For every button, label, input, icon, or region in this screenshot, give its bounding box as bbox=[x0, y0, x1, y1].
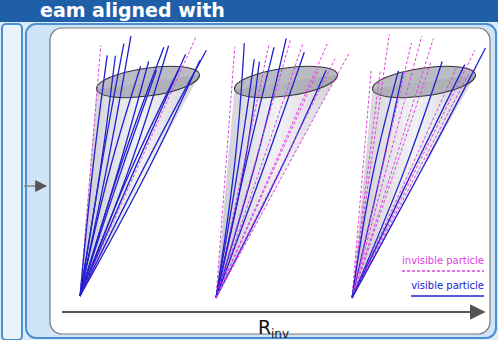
axis-symbol: R bbox=[258, 318, 271, 337]
legend-label: invisible particle bbox=[402, 256, 484, 266]
visible-track bbox=[216, 38, 286, 298]
visible-track bbox=[80, 46, 169, 296]
panel bbox=[50, 28, 490, 334]
visible-track bbox=[352, 48, 485, 298]
legend-label: visible particle bbox=[411, 281, 484, 291]
axis-arrow bbox=[62, 311, 484, 313]
pointer-arrow bbox=[24, 185, 46, 187]
invisible-track bbox=[80, 36, 196, 296]
visible-track bbox=[80, 54, 186, 296]
slide-title: eam aligned with bbox=[40, 1, 225, 20]
frame bbox=[26, 24, 496, 338]
invisible-track bbox=[216, 44, 327, 298]
visible-track bbox=[80, 50, 206, 296]
invisible-track bbox=[216, 59, 335, 298]
title-band bbox=[0, 0, 498, 22]
legend-sample bbox=[411, 295, 484, 296]
visible-track bbox=[352, 73, 403, 298]
visible-track bbox=[216, 62, 259, 298]
legend-sample bbox=[402, 270, 484, 271]
invisible-track bbox=[216, 40, 290, 298]
visible-track bbox=[80, 70, 156, 296]
visible-track bbox=[352, 71, 398, 298]
invisible-track bbox=[216, 54, 349, 298]
visible-track bbox=[80, 44, 124, 296]
visible-track bbox=[216, 47, 274, 298]
invisible-track bbox=[216, 43, 303, 298]
axis-subscript: inv bbox=[271, 328, 289, 340]
visible-track bbox=[216, 52, 304, 298]
side-panel bbox=[2, 24, 22, 340]
visible-track bbox=[216, 70, 326, 298]
visible-track bbox=[80, 47, 164, 296]
